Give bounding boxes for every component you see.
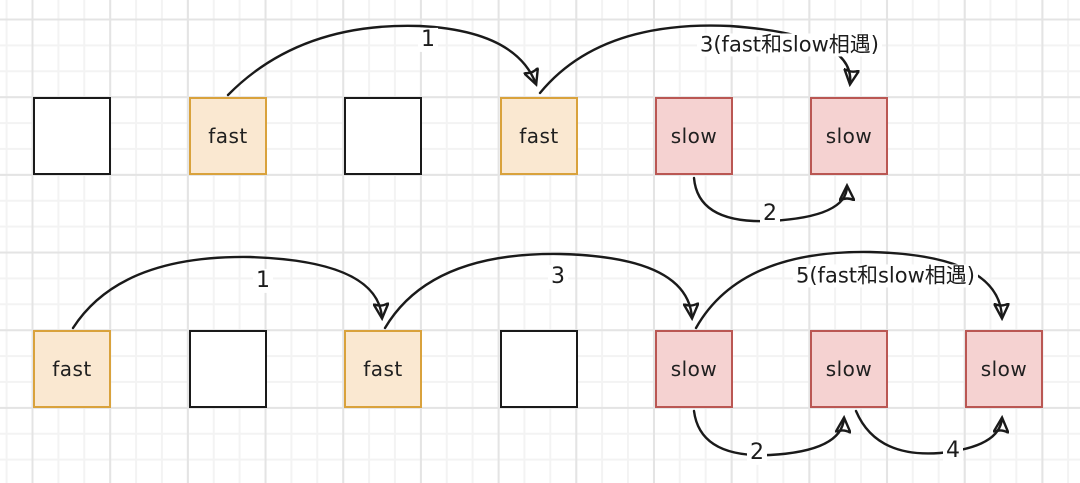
arrow-label-bottom-step3: 3 (548, 264, 568, 290)
arrow-label-bottom-step2: 2 (747, 440, 767, 466)
node-fast: fast (500, 97, 578, 175)
node-slow: slow (655, 97, 733, 175)
node-slow: slow (655, 330, 733, 408)
node-empty (344, 97, 422, 175)
arrow-label-bottom-step4: 4 (943, 438, 963, 464)
node-fast: fast (33, 330, 111, 408)
arrow-bottom-slow-step-4 (854, 409, 1002, 455)
arrow-bottom-fast-step-1 (71, 255, 382, 330)
arrow-label-top-step3-meet: 3(fast和slow相遇) (697, 33, 882, 57)
node-label: fast (52, 357, 92, 381)
node-label: fast (363, 357, 403, 381)
arrow-label-top-step1: 1 (418, 27, 438, 53)
node-label: slow (980, 357, 1028, 381)
arrow-top-fast-step-1 (226, 24, 536, 97)
arrow-bottom-slow-step-2 (692, 409, 844, 457)
arrow-bottom-fast-step-5 (694, 250, 1002, 330)
node-empty (189, 330, 267, 408)
node-label: slow (825, 357, 873, 381)
arrow-label-bottom-step1: 1 (253, 268, 273, 294)
node-label: slow (670, 124, 718, 148)
node-label: fast (208, 124, 248, 148)
node-label: slow (670, 357, 718, 381)
arrow-label-bottom-step5-meet: 5(fast和slow相遇) (793, 264, 978, 288)
arrow-label-top-step2: 2 (760, 201, 780, 227)
arrow-bottom-fast-step-3 (383, 252, 692, 330)
node-slow: slow (810, 330, 888, 408)
node-empty (33, 97, 111, 175)
node-slow: slow (810, 97, 888, 175)
node-label: fast (519, 124, 559, 148)
node-slow: slow (965, 330, 1043, 408)
node-label: slow (825, 124, 873, 148)
node-empty (500, 330, 578, 408)
node-fast: fast (189, 97, 267, 175)
node-fast: fast (344, 330, 422, 408)
